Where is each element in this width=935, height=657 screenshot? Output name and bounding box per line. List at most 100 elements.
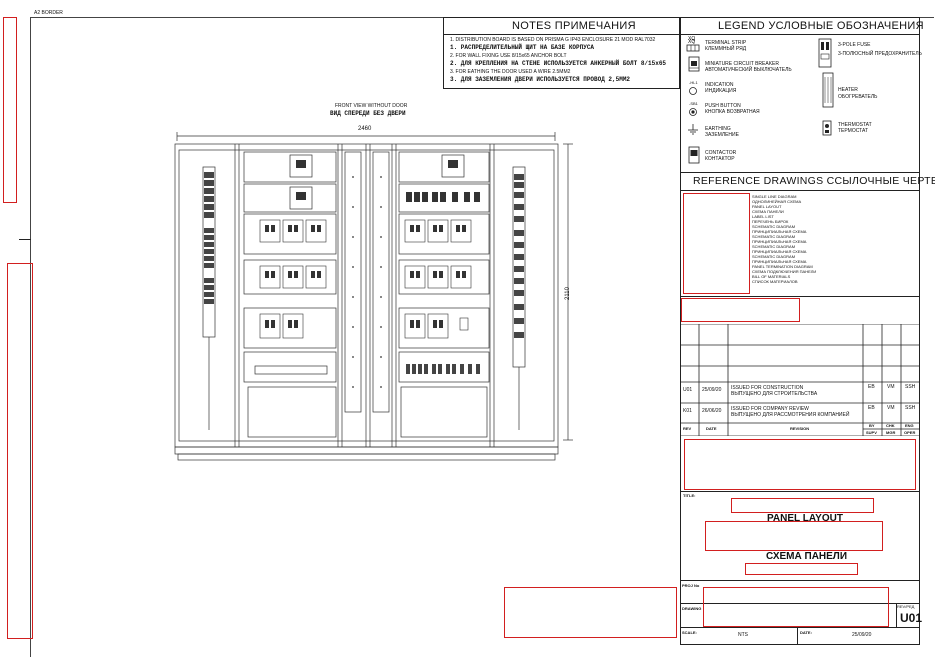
legend-item-1-tag: XQ: [688, 36, 696, 42]
drawing-redaction: [703, 587, 889, 627]
notes-line-4: 2. ДЛЯ КРЕПЛЕНИЯ НА СТЕНЕ ИСПОЛЬЗУЕТСЯ А…: [450, 60, 667, 67]
reference-item: ПЕРЕЧЕНЬ БИРОК: [752, 219, 789, 224]
push-button-icon: [688, 107, 698, 117]
revision-row-1-ru: ВЫПУЩЕНО ДЛЯ СТРОИТЕЛЬСТВА: [731, 391, 818, 397]
revision-header-by: BY: [869, 423, 875, 428]
legend-item-2-en: MINIATURE CIRCUIT BREAKER: [705, 61, 779, 67]
revision-row-1-en: ISSUED FOR CONSTRUCTION: [731, 385, 804, 391]
legend-item-6-ru: КОНТАКТОР: [705, 156, 735, 162]
title-top-rule: [680, 491, 920, 492]
three-pole-fuse-icon: [818, 38, 832, 68]
reference-item: PANEL LAYOUT: [752, 204, 782, 209]
reference-redaction: [683, 193, 750, 294]
notes-line-2: 1. РАСПРЕДЕЛИТЕЛЬНЫЙ ЩИТ НА БАЗЕ КОРПУСА: [450, 44, 595, 51]
title-redaction-3: [745, 563, 858, 575]
legend-item-4-ru: КНОПКА ВОЗВРАТНАЯ: [705, 109, 760, 115]
reference-item: PANEL TERMINATION DIAGRAM: [752, 264, 813, 269]
revision-header-eng: ENG: [905, 423, 914, 428]
reference-item: LABEL LIST: [752, 214, 774, 219]
left-tick: [19, 239, 31, 240]
revision-header-date: DATE: [706, 426, 717, 431]
legend-item-5-ru: ЗАЗЕМЛЕНИЕ: [705, 132, 739, 138]
front-view-label-en: FRONT VIEW WITHOUT DOOR: [335, 103, 408, 109]
reference-title: REFERENCE DRAWINGS ССЫЛОЧНЫЕ ЧЕРТЕЖИ: [693, 175, 935, 187]
legend-item-3-tag: -HL1: [689, 80, 698, 85]
date-label: DATE:: [800, 630, 812, 635]
scale-rule: [680, 627, 920, 628]
width-dimension: 2460: [358, 126, 372, 132]
sheet-border-label: A2 BORDER: [34, 10, 63, 16]
revision-row-2-date: 26/06/20: [702, 408, 722, 414]
reference-item: SCHEMATIC DIAGRAM: [752, 234, 796, 239]
notes-line-3: 2. FOR WALL FIXING USE 8/15x65 ANCHOR BO…: [450, 53, 567, 59]
reference-item: SCHEMATIC DIAGRAM: [752, 254, 796, 259]
revision-header-chk: CHK: [886, 423, 895, 428]
notes-line-5: 3. FOR EATHING THE DOOR USED A WIRE 2.5M…: [450, 69, 571, 75]
legend-item-4-en: PUSH BUTTON: [705, 103, 741, 109]
revision-row-1-chk: VM: [887, 384, 895, 390]
notes-line-1: 1. DISTRIBUTION BOARD IS BASED ON PRISMA…: [450, 37, 656, 43]
legend-title-rule: [680, 34, 920, 35]
panel-front-view: [170, 132, 580, 472]
redaction-left-bottom: [7, 263, 33, 639]
title-redaction-2: [705, 521, 883, 551]
notes-line-6: 3. ДЛЯ ЗАЗЕМЛЕНИЯ ДВЕРИ ИСПОЛЬЗУЕТСЯ ПРО…: [450, 76, 631, 83]
reference-bottom-rule: [680, 296, 920, 297]
circuit-breaker-icon: [688, 56, 700, 72]
front-view-label-ru: ВИД СПЕРЕДИ БЕЗ ДВЕРИ: [330, 110, 406, 117]
scale-label: SCALE:: [682, 630, 697, 635]
reference-item: СПИСОК МАТЕРИАЛОВ: [752, 279, 798, 284]
revision-row-2-ru: ВЫПУЩЕНО ДЛЯ РАССМОТРЕНИЯ КОМПАНИЕЙ: [731, 412, 850, 418]
thermostat-icon: [822, 120, 832, 136]
legend-item-1-ru: КЛЕММНЫЙ РЯД: [705, 46, 747, 52]
revision-header-mgr: MGR: [886, 430, 896, 435]
revision-header-rev: REV: [683, 426, 692, 431]
proj-label: PROJ No: [682, 583, 700, 588]
revision-table: [680, 324, 920, 436]
redaction-left-top: [3, 17, 17, 203]
revision-row-2-eng: SSH: [905, 405, 916, 411]
legend-item-1-en: TERMINAL STRIP: [705, 40, 747, 46]
revision-header-supv: SUPV: [866, 430, 877, 435]
date-value: 25/09/20: [852, 632, 872, 638]
notes-title-rule: [443, 34, 680, 35]
title-ru: СХЕМА ПАНЕЛИ: [766, 551, 848, 562]
reference-item: SINGLE LINE DIAGRAM: [752, 194, 797, 199]
reference-top-rule: [680, 172, 920, 173]
titleblock-rev-value: U01: [900, 611, 923, 625]
revision-row-2-by: EB: [868, 405, 875, 411]
legend-item-5-en: EARTHING: [705, 126, 731, 132]
scale-value: NTS: [738, 632, 748, 638]
revision-row-1-date: 25/09/20: [702, 387, 722, 393]
revision-header-oper: OPER: [904, 430, 916, 435]
revision-header-revision: REVISION: [790, 426, 810, 431]
titleblock-rev-label: REV/РЕД: [897, 604, 915, 609]
revision-row-1-rev: U01: [683, 387, 693, 393]
legend-item-4-tag: -SB1: [689, 101, 698, 106]
reference-redaction-2: [681, 298, 800, 322]
revision-row-1-by: EB: [868, 384, 875, 390]
reference-item: SCHEMATIC DIAGRAM: [752, 224, 796, 229]
title-redaction-1: [731, 498, 874, 513]
notes-box: [443, 17, 680, 89]
legend-title: LEGEND УСЛОВНЫЕ ОБОЗНАЧЕНИЯ: [718, 20, 924, 32]
reference-item: SCHEMATIC DIAGRAM: [752, 244, 796, 249]
reference-item: BILL OF MATERIALS: [752, 274, 791, 279]
legend-right-3-en: THERMOSTAT: [838, 122, 872, 128]
legend-right-1-ru: 3-ПОЛЮСНЫЙ ПРЕДОХРАНИТЕЛЬ: [838, 51, 922, 57]
proj-rule: [680, 580, 920, 581]
notes-title: NOTES ПРИМЕЧАНИЯ: [512, 20, 636, 32]
revision-row-2-rev: K01: [683, 408, 692, 414]
scale-date-divider: [797, 627, 798, 645]
revision-row-2-chk: VM: [887, 405, 895, 411]
reference-item: ПРИНЦИПИАЛЬНАЯ СХЕМА: [752, 259, 807, 264]
drawing-label: DRAWING: [682, 606, 702, 611]
legend-right-2-ru: ОБОГРЕВАТЕЛЬ: [838, 94, 878, 100]
reference-item: СХЕМА ПОДКЛЮЧЕНИЯ ПАНЕЛИ: [752, 269, 817, 274]
title-en: PANEL LAYOUT: [767, 513, 843, 524]
reference-item: ОДНОЛИНЕЙНАЯ СХЕМА: [752, 199, 802, 204]
earthing-icon: [687, 124, 699, 136]
reference-item: ПРИНЦИПИАЛЬНАЯ СХЕМА: [752, 249, 807, 254]
legend-item-2-ru: АВТОМАТИЧЕСКИЙ ВЫКЛЮЧАТЕЛЬ: [705, 67, 792, 73]
legend-right-3-ru: ТЕРМОСТАТ: [838, 128, 869, 134]
